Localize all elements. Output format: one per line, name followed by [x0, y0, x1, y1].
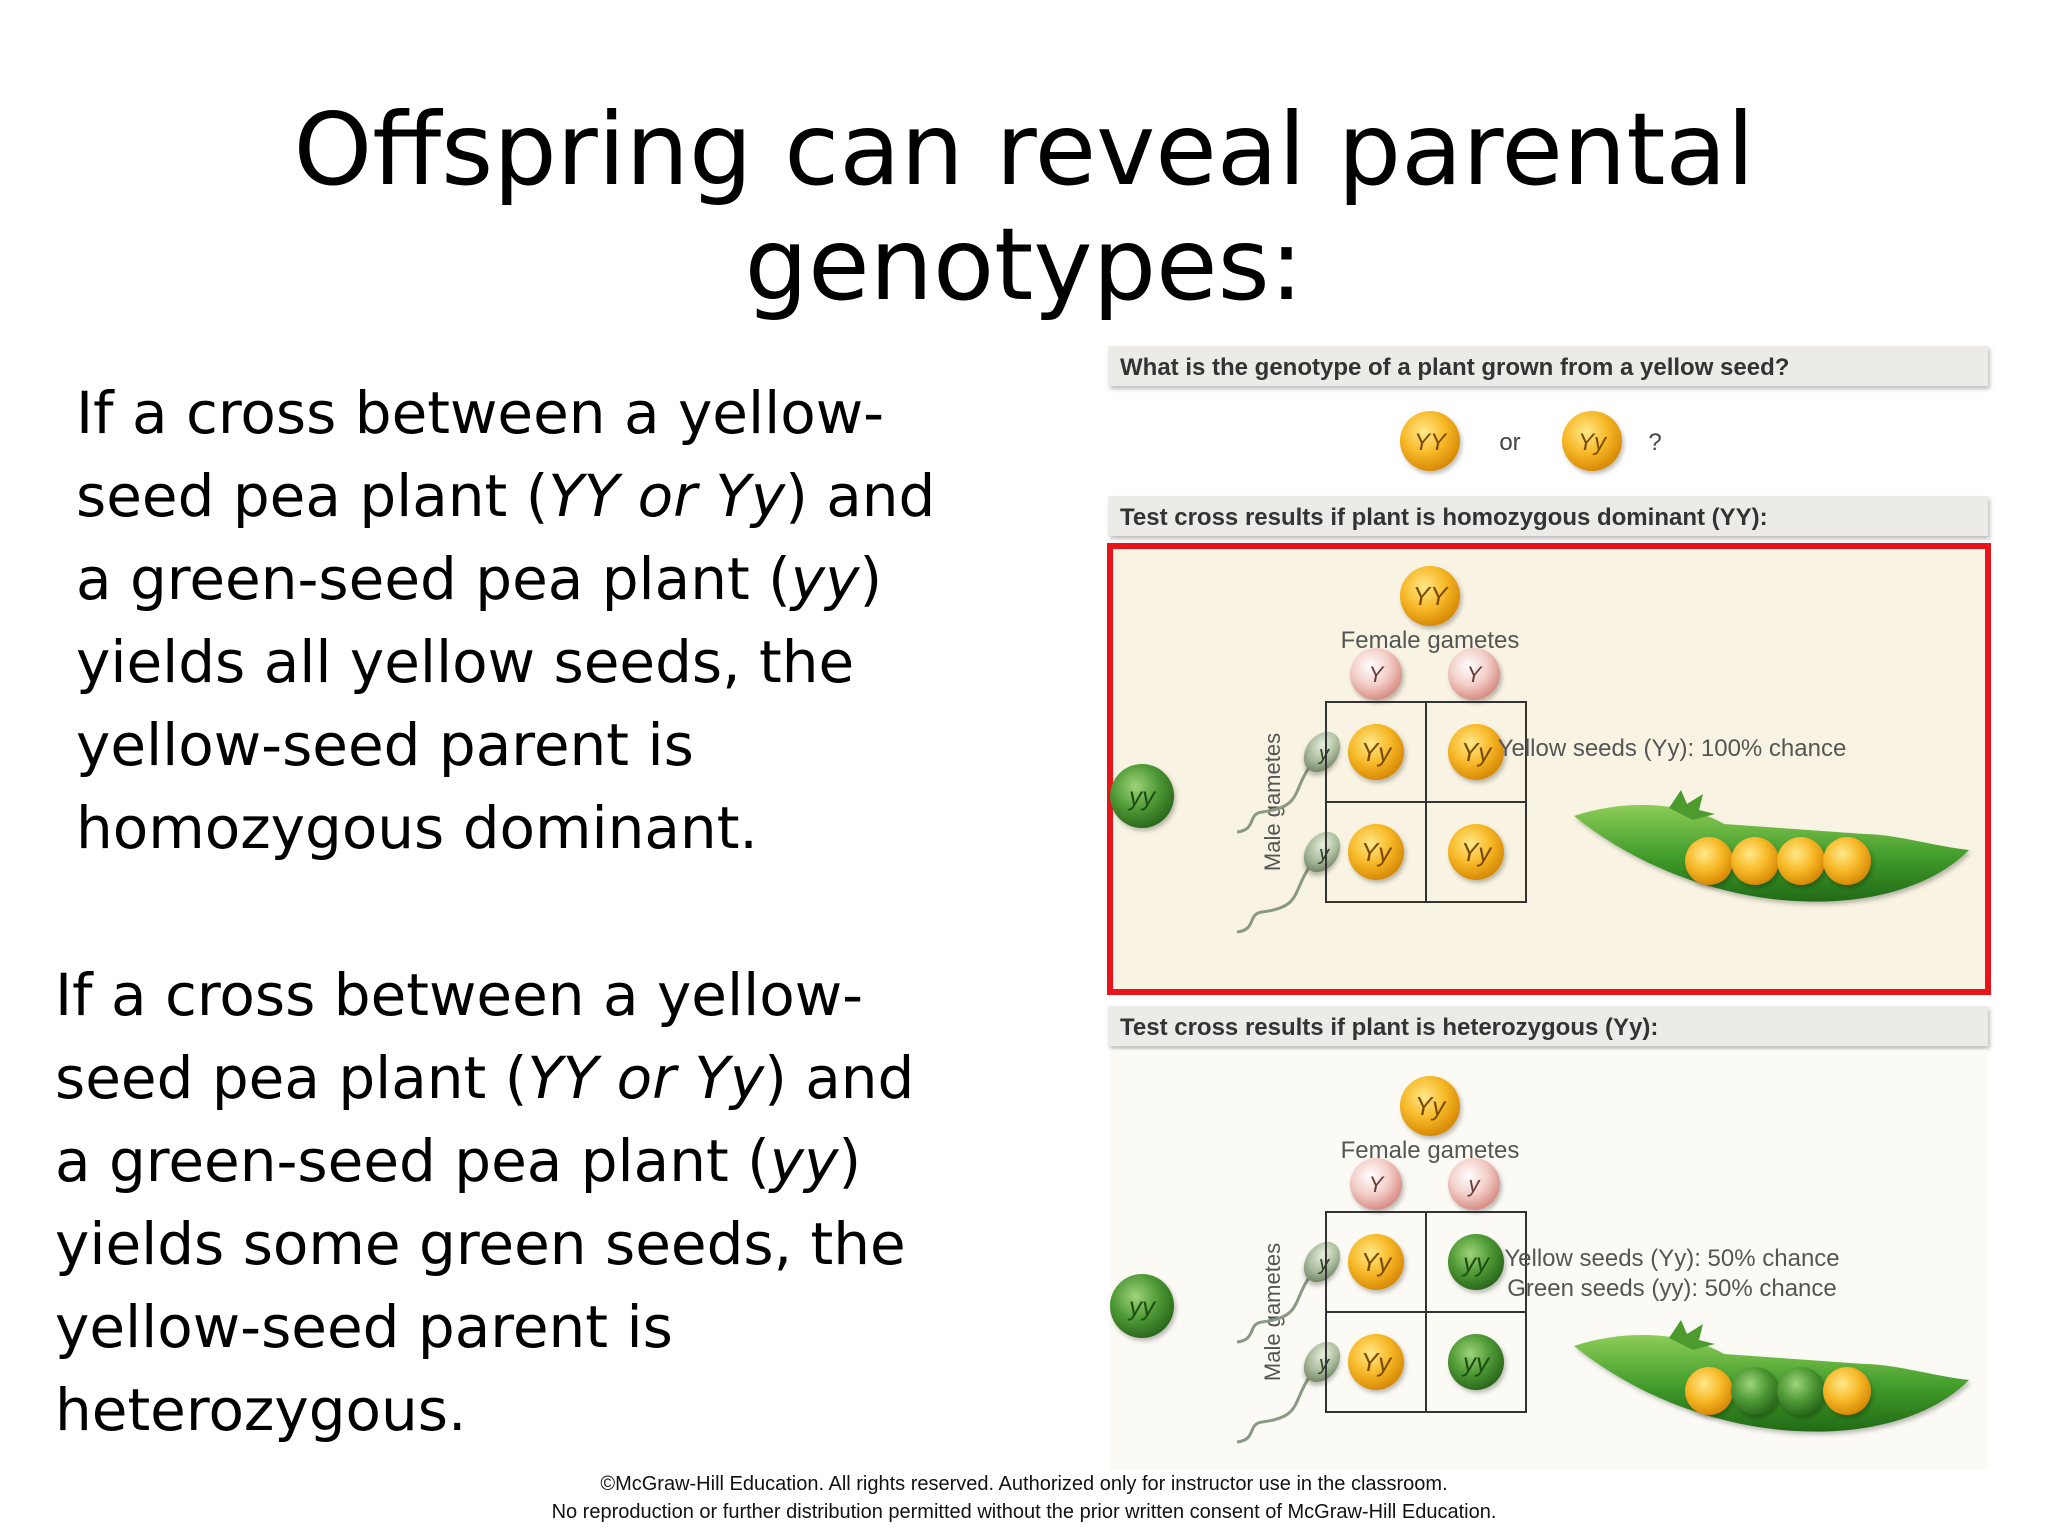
panel2-header: Test cross results if plant is heterozyg… [1120, 1014, 1658, 1041]
female-parent-seed: YY [1400, 566, 1460, 626]
panel1-background [1110, 546, 1988, 992]
yy-option-seed: YY [1400, 411, 1460, 471]
female-gamete: y [1448, 1158, 1500, 1210]
pea [1685, 1367, 1733, 1415]
genotype-label: Yy [1461, 837, 1493, 867]
genotype-term: yy [790, 545, 860, 613]
male-gametes-label: Male gametes [1260, 1243, 1285, 1381]
paragraph-line: If a cross between a yellow- [76, 379, 885, 447]
paragraph-line: yields all yellow seeds, the [76, 628, 855, 696]
allele-label: Y [1467, 662, 1483, 687]
paragraph-line: yellow-seed parent is [76, 711, 694, 779]
female-gamete: Y [1448, 648, 1500, 700]
genotype-label: Yy [1361, 1347, 1393, 1377]
genotype-label: Yy [1361, 737, 1393, 767]
option-label: YY [1414, 429, 1448, 456]
question-header-bar [1108, 346, 1988, 386]
offspring-seed: Yy [1348, 724, 1404, 780]
genotype-label: yy [1127, 1291, 1157, 1321]
offspring-seed: Yy [1448, 724, 1504, 780]
offspring-seed: Yy [1348, 824, 1404, 880]
heterozygous-explanation: If a cross between a yellow-seed pea pla… [55, 954, 914, 1452]
genotype-label: yy [1127, 781, 1157, 811]
copyright-line-1: ©McGraw-Hill Education. All rights reser… [600, 1473, 1448, 1495]
pea [1685, 837, 1733, 885]
yy-hetero-option-seed: Yy [1562, 411, 1622, 471]
genotype-term: yy [769, 1127, 839, 1195]
pea [1823, 1367, 1871, 1415]
or-label: or [1499, 429, 1520, 456]
allele-label: y [1317, 1353, 1330, 1375]
result-text: Green seeds (yy): 50% chance [1507, 1275, 1837, 1302]
panel1-highlight-border [1107, 543, 1991, 995]
genotype-label: Yy [1361, 1247, 1393, 1277]
male-gamete: y [1236, 1241, 1341, 1344]
genotype-label: yy [1461, 1247, 1491, 1277]
paragraph-line: heterozygous. [55, 1376, 467, 1444]
genotype-term: YY or Yy [527, 1044, 765, 1112]
female-gamete: Y [1350, 648, 1402, 700]
male-parent-seed: yy [1110, 764, 1174, 828]
pea [1777, 837, 1825, 885]
panel2-header-bar [1108, 1006, 1988, 1046]
allele-label: y [1317, 743, 1330, 765]
offspring-seed: yy [1448, 1334, 1504, 1390]
paragraph-line: a green-seed pea plant (yy) [76, 545, 883, 613]
pea [1823, 837, 1871, 885]
female-parent-seed: Yy [1400, 1076, 1460, 1136]
panel1-header-bar [1108, 496, 1988, 536]
allele-label: y [1317, 1253, 1330, 1275]
test-cross-figure: What is the genotype of a plant grown fr… [1107, 346, 1991, 1470]
paragraph-line: homozygous dominant. [76, 794, 758, 862]
paragraph-line: If a cross between a yellow- [55, 961, 864, 1029]
paragraph-line: yellow-seed parent is [55, 1293, 673, 1361]
result-text: Yellow seeds (Yy): 100% chance [1498, 735, 1847, 762]
pea-pod [1574, 790, 1969, 902]
paragraph-line: seed pea plant (YY or Yy) and [55, 1044, 915, 1112]
offspring-seed: Yy [1348, 1334, 1404, 1390]
option-label: Yy [1578, 429, 1608, 456]
copyright-footer: ©McGraw-Hill Education. All rights reser… [0, 1470, 2048, 1526]
female-gamete: Y [1350, 1158, 1402, 1210]
result-text: Yellow seeds (Yy): 50% chance [1504, 1245, 1839, 1272]
allele-label: Y [1369, 662, 1385, 687]
genotype-label: YY [1413, 581, 1449, 611]
paragraph-line: a green-seed pea plant (yy) [55, 1127, 862, 1195]
pea [1731, 837, 1779, 885]
allele-label: Y [1369, 1172, 1385, 1197]
offspring-seed: Yy [1448, 824, 1504, 880]
question-mark: ? [1648, 429, 1661, 456]
genotype-label: Yy [1415, 1091, 1447, 1121]
genotype-label: Yy [1461, 737, 1493, 767]
male-gametes-label: Male gametes [1260, 733, 1285, 871]
genotype-term: YY or Yy [548, 462, 786, 530]
allele-label: y [1317, 843, 1330, 865]
genotype-label: yy [1461, 1347, 1491, 1377]
homozygous-explanation: If a cross between a yellow-seed pea pla… [76, 372, 935, 870]
genotype-label: Yy [1361, 837, 1393, 867]
male-parent-seed: yy [1110, 1274, 1174, 1338]
pea [1731, 1367, 1779, 1415]
slide-title: Offspring can reveal parental genotypes: [293, 91, 1755, 323]
paragraph-line: yields some green seeds, the [55, 1210, 906, 1278]
copyright-line-2: No reproduction or further distribution … [551, 1501, 1497, 1523]
pea-pod [1574, 1320, 1969, 1432]
offspring-seed: Yy [1348, 1234, 1404, 1290]
pea [1777, 1367, 1825, 1415]
paragraph-line: seed pea plant (YY or Yy) and [76, 462, 936, 530]
offspring-seed: yy [1448, 1234, 1504, 1290]
allele-label: y [1467, 1172, 1482, 1197]
question-text: What is the genotype of a plant grown fr… [1120, 354, 1789, 381]
panel1-header: Test cross results if plant is homozygou… [1120, 504, 1768, 531]
